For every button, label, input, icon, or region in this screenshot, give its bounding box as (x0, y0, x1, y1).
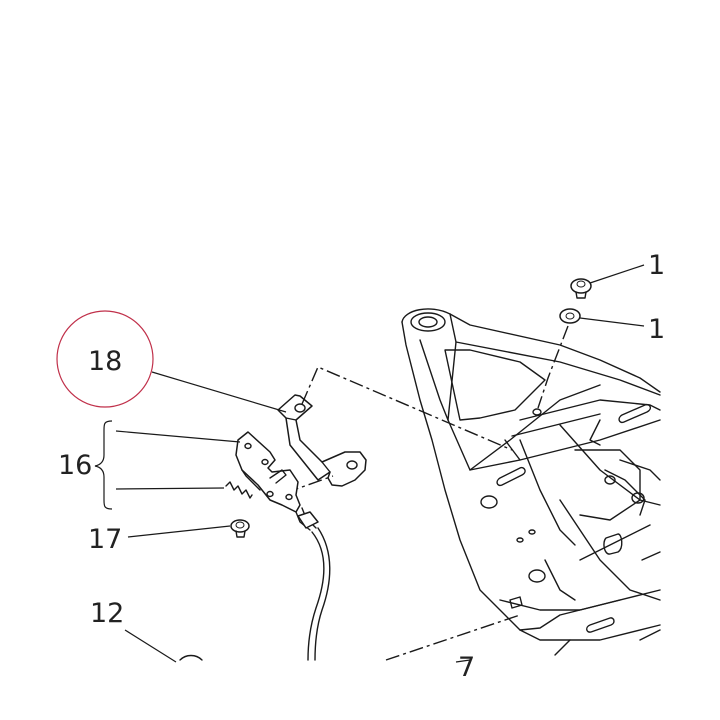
leader-16-lower (115, 487, 225, 490)
leader-1b (579, 317, 645, 327)
cable-assembly (295, 507, 331, 661)
assembly-line-lower (385, 614, 521, 661)
leader-1a (589, 264, 645, 284)
callout-16: 16 (58, 450, 92, 481)
spring-part-16 (225, 481, 253, 499)
screw-part-1 (570, 278, 592, 299)
callout-1-screw: 1 (648, 250, 665, 281)
brace-16 (94, 420, 113, 510)
callout-12: 12 (90, 598, 124, 629)
callout-18: 18 (88, 346, 122, 377)
leader-12 (124, 629, 177, 663)
assembly-line-upper (301, 366, 513, 451)
latch-assembly-part-16 (235, 431, 301, 513)
callout-1-washer: 1 (648, 314, 665, 345)
leader-7 (455, 659, 471, 663)
screw-part-17 (230, 519, 250, 538)
callout-17: 17 (88, 524, 122, 555)
callout-7: 7 (458, 652, 475, 683)
leader-16-upper (115, 430, 241, 443)
frame-assembly (401, 308, 661, 656)
leader-17 (127, 525, 231, 538)
highlight-circle-18 (56, 310, 154, 408)
screw-axis-line (537, 325, 569, 409)
washer-part-1 (559, 308, 581, 324)
bracket-part-18 (277, 394, 367, 487)
leader-18 (151, 371, 287, 413)
partial-part-12 (179, 654, 203, 661)
